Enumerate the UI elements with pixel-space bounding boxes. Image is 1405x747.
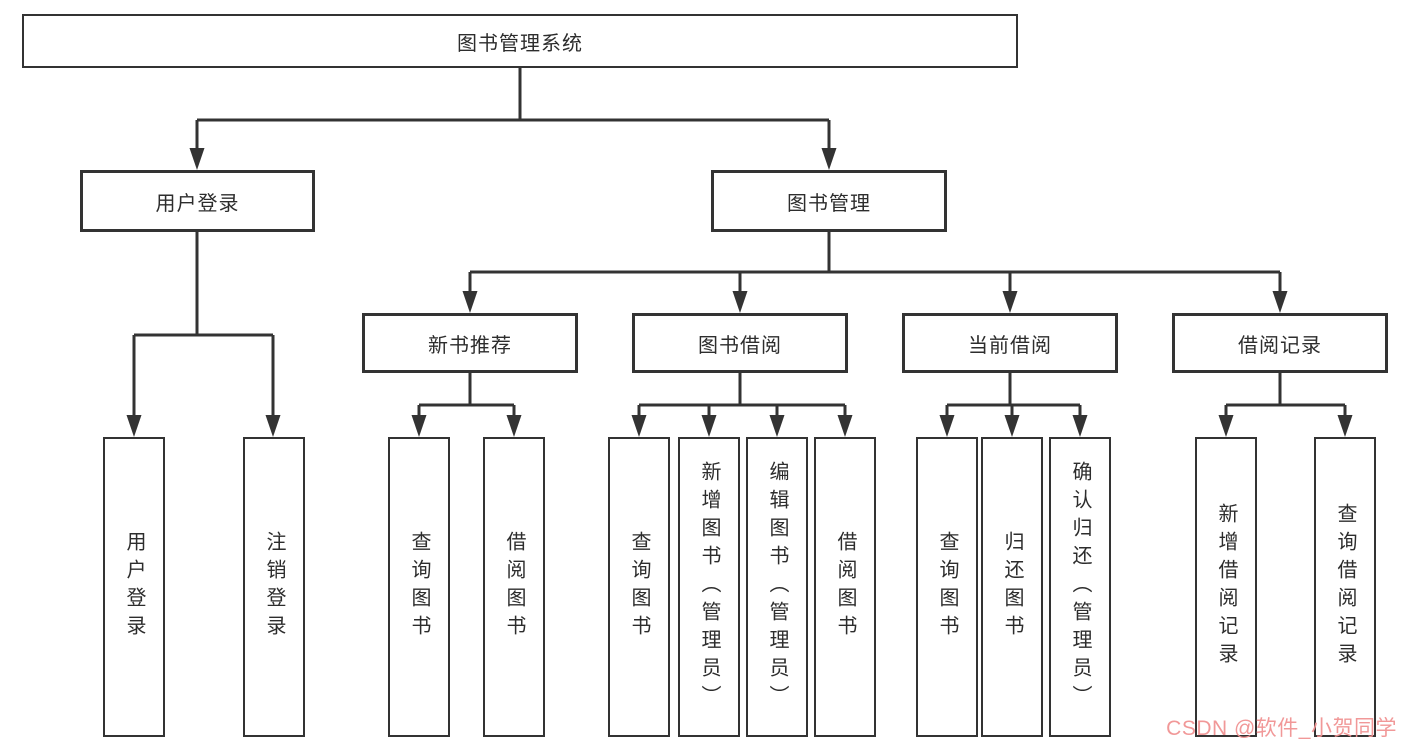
leaf-return-books: 归还图书 [981,437,1043,737]
leaf-add-borrow-record: 新增借阅记录 [1195,437,1257,737]
leaf-confirm-return-admin: 确认归还（管理员） [1049,437,1111,737]
node-library-management-system: 图书管理系统 [22,14,1018,68]
leaf-user-login: 用户登录 [103,437,165,737]
node-current-borrow: 当前借阅 [902,313,1118,373]
leaf-borrow-query-books: 查询图书 [608,437,670,737]
leaf-query-borrow-record: 查询借阅记录 [1314,437,1376,737]
node-book-borrow: 图书借阅 [632,313,848,373]
leaf-recommend-query-books: 查询图书 [388,437,450,737]
node-user-login: 用户登录 [80,170,315,232]
node-new-book-recommend: 新书推荐 [362,313,578,373]
node-book-management: 图书管理 [711,170,947,232]
leaf-add-books-admin: 新增图书（管理员） [678,437,740,737]
leaf-edit-books-admin: 编辑图书（管理员） [746,437,808,737]
leaf-logout: 注销登录 [243,437,305,737]
leaf-borrow-books: 借阅图书 [814,437,876,737]
leaf-current-query-books: 查询图书 [916,437,978,737]
node-borrow-records: 借阅记录 [1172,313,1388,373]
leaf-recommend-borrow-books: 借阅图书 [483,437,545,737]
arrowheads [126,148,1353,437]
